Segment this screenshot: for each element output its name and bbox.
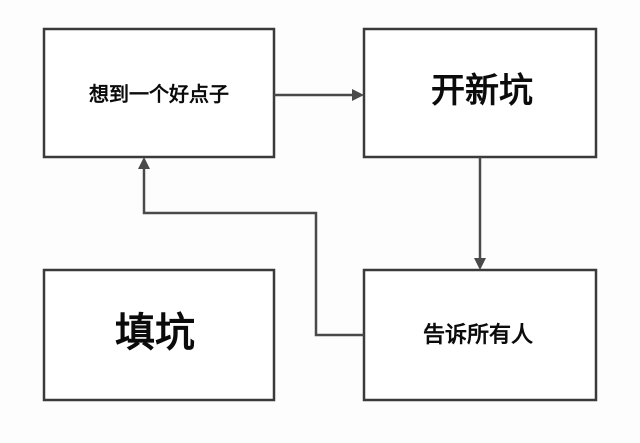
arrow-idea-to-new-pit-head	[352, 89, 364, 101]
arrow-tell-everyone-to-idea-line	[142, 168, 364, 337]
node-idea-label: 想到一个好点子	[89, 82, 229, 106]
arrow-tell-everyone-to-idea	[138, 157, 364, 337]
arrow-tell-everyone-to-idea-head	[138, 157, 150, 169]
node-fill-pit-box	[42, 268, 276, 402]
node-tell-everyone: 告诉所有人	[362, 268, 598, 402]
arrow-new-pit-to-tell-everyone	[474, 157, 486, 270]
node-fill-pit: 填坑	[42, 268, 276, 402]
node-tell-everyone-box	[362, 268, 598, 402]
node-fill-pit-label: 填坑	[115, 310, 195, 356]
node-idea: 想到一个好点子	[42, 27, 276, 159]
node-new-pit-label: 开新坑	[431, 71, 533, 111]
node-new-pit-box	[362, 27, 598, 159]
node-tell-everyone-label: 告诉所有人	[423, 322, 533, 348]
node-idea-box	[42, 27, 276, 159]
arrow-idea-to-new-pit	[274, 89, 364, 101]
node-new-pit: 开新坑	[362, 27, 598, 159]
arrow-new-pit-to-tell-everyone-head	[474, 258, 486, 270]
